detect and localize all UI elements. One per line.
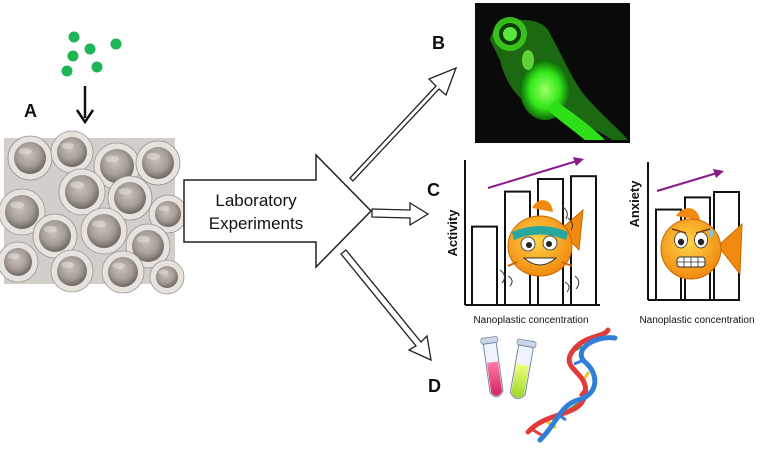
anxious-fish-icon	[660, 208, 743, 280]
panel-label-c: C	[427, 180, 440, 200]
activity-ylabel: Activity	[445, 209, 460, 257]
embryo-yolk	[114, 182, 146, 214]
embryo-highlight	[136, 235, 150, 243]
embryo-highlight	[105, 155, 119, 163]
embryo-highlight	[43, 225, 57, 233]
hyperactive-fish-icon	[499, 200, 584, 293]
embryo-yolk	[14, 142, 46, 174]
embryo-highlight	[7, 252, 20, 260]
panel-label-a: A	[24, 101, 37, 121]
center-label-line1: Laboratory	[215, 191, 297, 210]
embryo-highlight	[92, 220, 106, 228]
embryo-highlight	[18, 147, 32, 155]
embryo-yolk	[39, 220, 71, 252]
anxiety-trend-arrowhead	[713, 169, 724, 178]
embryo-yolk	[156, 266, 178, 288]
laboratory-experiments-arrow: Laboratory Experiments	[183, 153, 373, 269]
embryo-yolk	[100, 149, 134, 183]
embryo-yolk	[57, 137, 87, 167]
arrow-to-panel-c	[371, 201, 430, 227]
test-tubes-icon	[480, 336, 537, 400]
down-arrow-icon	[75, 86, 95, 125]
embryo-highlight	[118, 187, 132, 195]
activity-trend-arrowhead	[573, 157, 584, 166]
activity-xlabel: Nanoplastic concentration	[473, 315, 588, 326]
fluorescent-zebrafish-larva-image	[475, 3, 630, 143]
embryo-highlight	[112, 262, 125, 269]
zebrafish-embryos-photo	[0, 130, 188, 295]
anxiety-trend-arrow	[656, 172, 718, 192]
panel-label-b: B	[432, 33, 445, 53]
embryo-yolk	[108, 257, 138, 287]
embryo-highlight	[61, 142, 74, 149]
embryo-yolk	[87, 214, 121, 248]
dna-helix-icon	[525, 327, 618, 443]
embryo-yolk	[132, 230, 164, 262]
nanoplastic-particles-icon	[61, 31, 122, 77]
anxiety-xlabel: Nanoplastic concentration	[639, 315, 754, 326]
embryo-highlight	[158, 269, 169, 275]
embryo-highlight	[158, 205, 170, 212]
embryo-yolk	[142, 147, 174, 179]
embryo-yolk	[5, 195, 39, 229]
embryo-highlight	[70, 181, 84, 189]
embryo-yolk	[4, 248, 32, 276]
arrow-to-panel-b	[349, 66, 458, 182]
embryo-highlight	[61, 261, 74, 268]
embryo-yolk	[57, 256, 87, 286]
panel-label-d: D	[428, 376, 441, 396]
embryo-highlight	[10, 201, 24, 209]
activity-bar-1	[471, 225, 498, 307]
embryo-yolk	[65, 175, 99, 209]
anxiety-ylabel: Anxiety	[627, 180, 642, 228]
arrow-to-panel-d	[340, 249, 432, 362]
embryo-yolk	[155, 201, 181, 227]
activity-trend-arrow	[487, 160, 578, 189]
activity-chart: Activity Nanoplastic concentration	[445, 157, 600, 326]
center-label-line2: Experiments	[209, 214, 303, 233]
embryo-highlight	[146, 152, 160, 160]
